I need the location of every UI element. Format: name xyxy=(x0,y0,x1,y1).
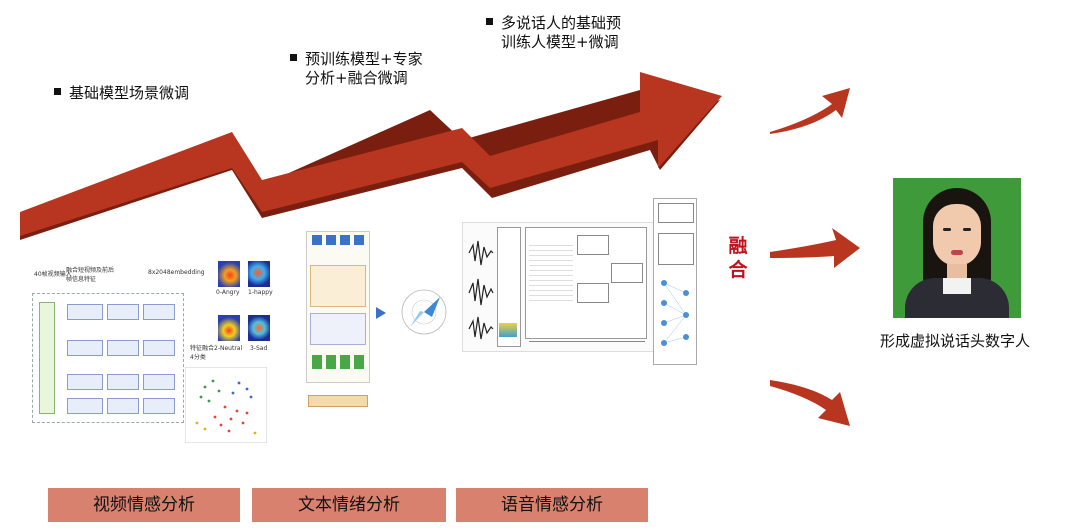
arrow-right-icon xyxy=(376,307,386,319)
attention-block xyxy=(611,263,643,283)
step-label-1: 基础模型场景微调 xyxy=(54,84,189,103)
output-arrow-bottom xyxy=(770,380,850,426)
embedding-block xyxy=(340,355,350,369)
network-block xyxy=(67,374,103,390)
dense-network xyxy=(661,280,689,346)
video-classify-label: 特征融合 4分类 xyxy=(190,345,215,361)
lstm-block xyxy=(577,283,609,303)
embedding-block xyxy=(312,355,322,369)
attention-block xyxy=(310,265,366,307)
step-label-2: 预训练模型+专家 分析+融合微调 xyxy=(290,50,423,88)
classifier-head xyxy=(658,203,694,223)
spectrogram-block xyxy=(529,241,573,301)
emotion-wheel xyxy=(401,289,447,335)
class-label: 3-Sad xyxy=(250,345,268,352)
mfcc-thumb xyxy=(499,323,517,337)
heatmap-thumb xyxy=(218,315,240,341)
bullet-icon xyxy=(486,18,493,25)
text-emotion-bar: 文本情绪分析 xyxy=(252,488,446,522)
embedding-block xyxy=(354,355,364,369)
emotion-classifier xyxy=(653,198,697,365)
class-label: 1-happy xyxy=(248,289,273,296)
video-emotion-diagram: 40帧视频输入 融合短视频及前后 帧信息特征 8x2048embedding 特… xyxy=(20,255,275,445)
token-block xyxy=(340,235,350,245)
heatmap-thumb xyxy=(218,261,240,287)
network-block xyxy=(67,304,103,320)
token-block xyxy=(354,235,364,245)
lstm-block xyxy=(577,235,609,255)
video-emotion-bar: 视频情感分析 xyxy=(48,488,240,522)
token-block xyxy=(326,235,336,245)
frame-input-column xyxy=(39,302,55,414)
output-caption: 形成虚拟说话头数字人 xyxy=(880,332,1031,350)
cluster-scatter xyxy=(185,367,267,443)
avatar-neck xyxy=(947,264,967,282)
network-block xyxy=(143,398,175,414)
network-block xyxy=(67,398,103,414)
attention-block xyxy=(310,313,366,345)
avatar-eyes xyxy=(943,228,951,231)
network-block xyxy=(107,374,139,390)
input-sentence-box xyxy=(308,395,368,407)
token-block xyxy=(312,235,322,245)
bullet-icon xyxy=(290,54,297,61)
video-input-label: 40帧视频输入 xyxy=(34,271,72,278)
network-block xyxy=(107,340,139,356)
output-arrow-top xyxy=(770,88,850,134)
waveforms xyxy=(468,240,494,340)
video-feature-label: 融合短视频及前后 帧信息特征 xyxy=(66,267,115,283)
progress-arrow-body xyxy=(20,72,722,236)
video-network xyxy=(32,293,184,423)
fusion-label: 融 合 xyxy=(728,235,748,281)
avatar-eyes xyxy=(963,228,971,231)
bullet-icon xyxy=(54,88,61,95)
network-block xyxy=(143,340,175,356)
speech-emotion-diagram xyxy=(462,222,654,352)
network-block xyxy=(143,374,175,390)
avatar-face xyxy=(933,204,981,266)
representation-bar xyxy=(529,341,645,348)
network-block xyxy=(107,304,139,320)
network-block xyxy=(107,398,139,414)
embedding-block xyxy=(326,355,336,369)
digital-human-avatar xyxy=(893,178,1021,318)
text-emotion-diagram xyxy=(300,225,455,410)
classifier-dense xyxy=(658,233,694,265)
step-label-3: 多说话人的基础预 训练人模型+微调 xyxy=(486,14,621,52)
heatmap-thumb xyxy=(248,315,270,341)
video-embedding-label: 8x2048embedding xyxy=(148,269,205,276)
speech-emotion-bar: 语音情感分析 xyxy=(456,488,648,522)
heatmap-thumb xyxy=(248,261,270,287)
network-block xyxy=(143,304,175,320)
avatar-collar xyxy=(943,278,971,294)
avatar-mouth xyxy=(951,250,963,255)
class-label: 2-Neutral xyxy=(214,345,243,352)
output-arrow-middle xyxy=(770,228,860,268)
network-block xyxy=(67,340,103,356)
class-label: 0-Angry xyxy=(216,289,240,296)
